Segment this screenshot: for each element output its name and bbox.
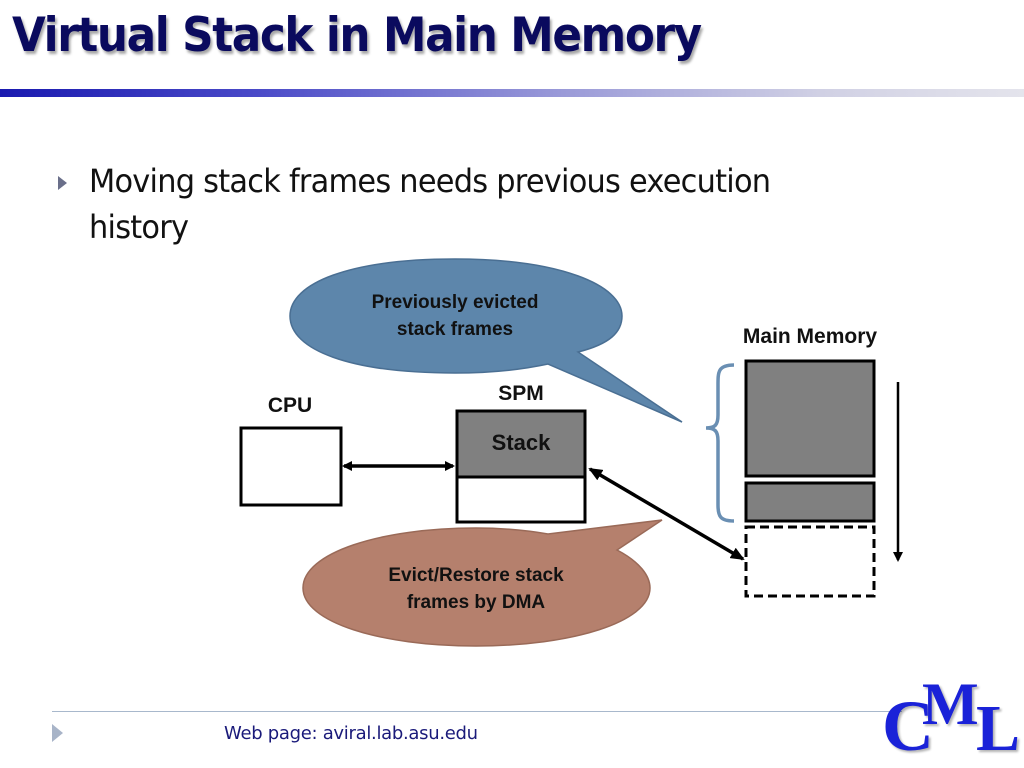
memory-block-large (744, 359, 876, 478)
callout-top-shape (289, 258, 683, 423)
cpu-box (239, 426, 343, 507)
callout-top-line1: Previously evicted (372, 292, 539, 313)
callout-top-line2: stack frames (397, 319, 513, 340)
spm-label: SPM (498, 382, 544, 405)
dma-arrow (588, 467, 745, 561)
logo-letter-l: L (976, 692, 1021, 765)
spm-stack-region (455, 409, 587, 479)
footer-divider (52, 711, 902, 712)
callout-bottom-line2: frames by DMA (407, 592, 546, 613)
footer-web-page: Web page: aviral.lab.asu.edu (224, 723, 478, 744)
memory-block-small (744, 481, 876, 523)
stack-label: Stack (492, 430, 551, 455)
bullet-arrow-icon (58, 176, 67, 190)
slide-title: Virtual Stack in Main Memory (12, 8, 702, 63)
callout-bottom-line1: Evict/Restore stack (388, 565, 564, 586)
cpu-label: CPU (268, 394, 312, 417)
logo-letter-m: M (922, 671, 979, 737)
memory-block-empty-dashed (744, 525, 876, 598)
bullet-text: Moving stack frames needs previous execu… (89, 162, 771, 246)
title-underline-bar (0, 89, 1024, 97)
callout-previously-evicted: Previously evicted stack frames (289, 258, 683, 423)
main-memory-label: Main Memory (743, 325, 878, 348)
footer-arrow-icon (52, 724, 63, 742)
curly-brace-icon (705, 363, 735, 523)
callout-evict-restore: Evict/Restore stack frames by DMA (302, 519, 663, 647)
cml-logo: C M L (880, 671, 1024, 768)
spm-free-region (455, 475, 587, 524)
logo-letter-c: C (882, 686, 934, 766)
